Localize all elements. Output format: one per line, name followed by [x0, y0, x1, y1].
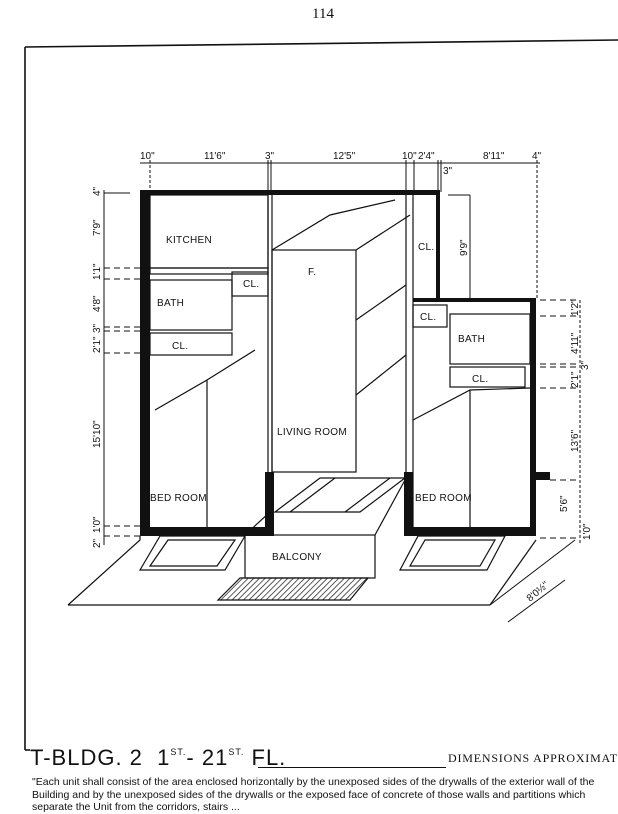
room-label-kitchen: KITCHEN [166, 235, 212, 246]
room-label-bath-right: BATH [458, 334, 485, 345]
dimension-lines [103, 160, 581, 623]
dimension-label: 11'6" [204, 151, 226, 162]
room-label-bedroom-left: BED ROOM [150, 493, 207, 504]
dimensions-note: DIMENSIONS APPROXIMAT [448, 751, 618, 765]
room-label-closet: CL. [420, 312, 436, 323]
walls [140, 190, 550, 536]
balcony-slab-hatch [216, 577, 370, 601]
dimension-label: 3" [265, 151, 275, 162]
title-floor-to: 1 [215, 745, 229, 770]
dimension-label: 3" [92, 323, 103, 333]
dimension-label: 2" [92, 538, 103, 548]
title-floor-from-sup: ST. [170, 747, 187, 757]
title-building: T-BLDG. 2 [30, 745, 143, 770]
dimension-label: 3" [580, 360, 591, 370]
title-underline [258, 767, 446, 768]
dimension-label: 13'6" [570, 429, 581, 452]
left-dimension-labels: 4" 7'9" 1'1" 4'8" 3" 2'1" 15'10" 1'0" 2" [92, 186, 103, 548]
title-floor-suffix: FL. [251, 745, 287, 770]
room-label-bath-left: BATH [157, 298, 184, 309]
room-label-closet: CL. [243, 279, 259, 290]
dimension-label: 8'11" [483, 151, 505, 162]
dimension-label: 2'4" [418, 151, 435, 162]
interior-partitions [149, 194, 531, 579]
dimension-label: 1'2" [570, 299, 581, 316]
dimension-label: 4'8" [92, 295, 103, 312]
room-label-balcony: BALCONY [272, 552, 322, 563]
room-label-living-room: LIVING ROOM [277, 427, 347, 438]
dimension-label: 1'1" [92, 263, 103, 280]
right-dimension-labels: 9'9" 1'2" 4'11" 3" 2'1" 13'6" 5'6" 1'0" … [459, 239, 593, 604]
dimension-label: 1'0" [92, 516, 103, 533]
dimension-label: 10" [402, 151, 417, 162]
room-label-fireplace: F. [308, 267, 316, 278]
title-floor-from: 1 [157, 745, 171, 770]
page-frame [24, 39, 618, 751]
dimension-label: 4'11" [570, 332, 581, 354]
dimension-label: 2'1" [570, 371, 581, 388]
room-label-closet: CL. [418, 242, 434, 253]
dimension-label: 4" [532, 151, 542, 162]
dimension-label: 9'9" [459, 239, 470, 256]
dimension-label: 1'0" [582, 523, 593, 540]
title-floor-sep: - 2 [186, 745, 216, 770]
plan-title: T-BLDG. 2 1ST.- 21ST. FL. [30, 745, 286, 771]
dimension-label: 10" [140, 151, 155, 162]
dimension-label: 8'0½" [525, 580, 552, 605]
title-floor-to-sup: ST. [228, 747, 245, 757]
dimension-label: 5'6" [559, 495, 570, 512]
dimension-label: 3" [443, 166, 453, 177]
room-label-closet: CL. [472, 374, 488, 385]
dimension-label: 12'5" [333, 151, 356, 162]
dimension-label: 15'10" [92, 420, 103, 448]
dimension-label: 7'9" [92, 219, 103, 236]
footnote: "Each unit shall consist of the area enc… [32, 776, 595, 813]
dimension-label: 4" [92, 186, 103, 196]
page-number: 114 [312, 6, 334, 22]
room-label-bedroom-right: BED ROOM [415, 493, 472, 504]
room-label-closet: CL. [172, 341, 188, 352]
dimension-label: 2'1" [92, 336, 103, 353]
